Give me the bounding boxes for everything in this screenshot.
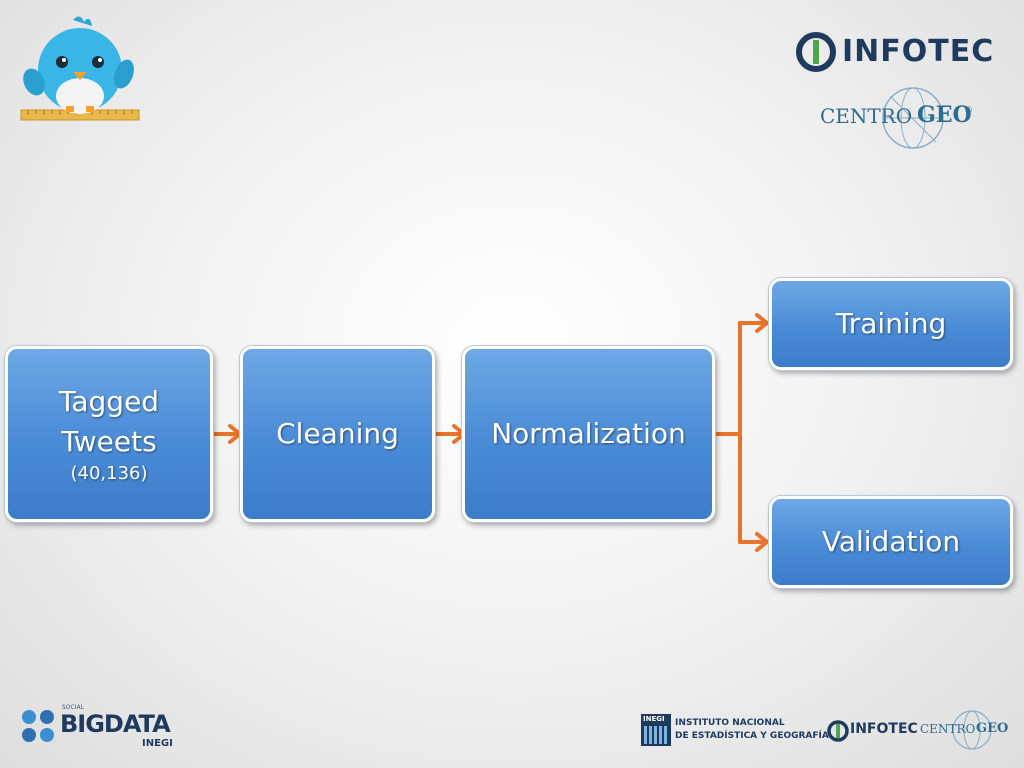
bigdata-main: BIGDATA (60, 710, 171, 738)
inegi-line2: DE ESTADÍSTICA Y GEOGRAFÍA (675, 731, 829, 741)
inegi-line1: INSTITUTO NACIONAL (675, 718, 785, 728)
arrowhead-validation (755, 532, 769, 552)
bigdata-sub: INEGI (142, 738, 173, 749)
tagged-tweets-line1: Tagged (58, 385, 160, 418)
tagged-tweets-count: (40,136) (70, 463, 148, 484)
cleaning-node: Cleaning (240, 346, 435, 522)
cleaning-label: Cleaning (276, 417, 399, 450)
centrogeo-footer-logo: CENTRO GEO (920, 708, 1010, 754)
centrogeo-part2: GEO (917, 102, 972, 128)
centrogeo-part1: CENTRO (820, 104, 913, 128)
bird-mascot-logo (18, 12, 143, 124)
normalization-node: Normalization (462, 346, 715, 522)
infotec-footer-text: INFOTEC (850, 721, 918, 737)
bigdata-logo: SOCIAL BIGDATA INEGI (20, 700, 180, 750)
centrogeo-logo: CENTRO GEO ® (818, 84, 978, 154)
inegi-mark: INEGI (643, 715, 665, 723)
normalization-label: Normalization (491, 417, 686, 450)
centrogeo-footer-part2: GEO (976, 721, 1009, 736)
training-label: Training (835, 307, 947, 340)
infotec-logo: INFOTEC (796, 30, 996, 76)
validation-node: Validation (769, 496, 1013, 588)
infotec-footer-logo: INFOTEC (826, 718, 918, 744)
arrowhead-training (755, 313, 769, 333)
tagged-tweets-line2: Tweets (61, 425, 157, 458)
centrogeo-footer-part1: CENTRO (920, 722, 976, 736)
training-node: Training (769, 278, 1013, 370)
validation-label: Validation (821, 525, 961, 558)
infotec-logo-text: INFOTEC (842, 34, 995, 69)
inegi-logo: INEGI INSTITUTO NACIONAL DE ESTADÍSTICA … (641, 712, 829, 748)
inegi-mark-box: INEGI (641, 714, 671, 746)
registered-mark: ® (964, 106, 973, 116)
bigdata-top: SOCIAL (62, 704, 84, 711)
tagged-tweets-node: Tagged Tweets (40,136) (5, 346, 213, 522)
